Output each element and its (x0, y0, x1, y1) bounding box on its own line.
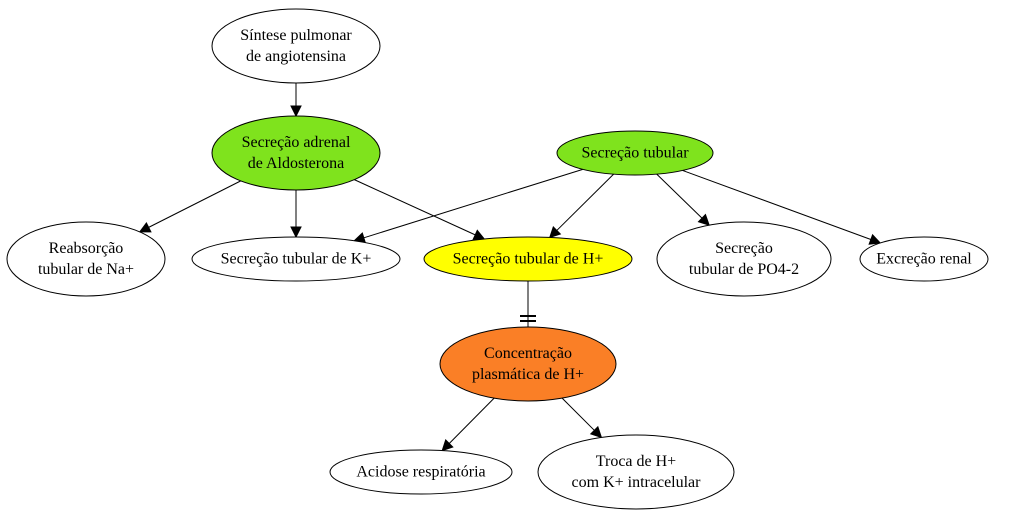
arrowhead (548, 225, 562, 239)
node-acidose-respiratoria: Acidose respiratória (329, 449, 513, 495)
node-ellipse (211, 115, 381, 191)
edge-sec_tubular-to-excrecao (682, 169, 882, 245)
arrowhead (589, 425, 603, 439)
edge-sec_tubular-to-sec_k (353, 168, 583, 244)
node-label: com K+ intracelular (572, 474, 702, 491)
arrowhead (472, 229, 486, 240)
edge-aldosterona-to-reabs_na (138, 180, 241, 233)
node-secrecao-tubular-h: Secreção tubular de H+ (423, 236, 633, 282)
node-secrecao-tubular-po4: Secreção tubular de PO4-2 (656, 221, 832, 297)
node-sintese-pulmonar: Síntese pulmonar de angiotensina (211, 8, 381, 84)
node-label: Concentração (484, 345, 572, 362)
node-ellipse (439, 326, 617, 402)
node-label: Reabsorção (49, 240, 124, 257)
node-label: de angiotensina (246, 48, 346, 65)
edge-sec_tubular-to-sec_po4 (656, 173, 710, 226)
node-label: Secreção tubular de H+ (453, 251, 604, 268)
node-label: Secreção (715, 240, 773, 257)
edge-line (363, 168, 583, 239)
edge-line (556, 173, 614, 231)
arrowhead (697, 213, 710, 226)
node-label: Excreção renal (876, 251, 972, 268)
arrowhead (138, 221, 152, 233)
node-ellipse (537, 434, 735, 510)
node-label: Acidose respiratória (356, 464, 485, 481)
edge-sec_tubular-to-sec_h (548, 173, 614, 239)
arrowhead (290, 105, 302, 118)
edge-line (656, 173, 703, 219)
arrowhead (868, 233, 882, 245)
node-secrecao-adrenal-aldosterona: Secreção adrenal de Aldosterona (211, 115, 381, 191)
node-secrecao-tubular: Secreção tubular (556, 130, 714, 176)
node-excrecao-renal: Excreção renal (859, 236, 989, 282)
edge-conc_h-to-acidose (441, 397, 495, 452)
node-ellipse (656, 221, 832, 297)
node-secrecao-tubular-k: Secreção tubular de K+ (191, 236, 401, 282)
node-concentracao-plasmatica-h: Concentração plasmática de H+ (439, 326, 617, 402)
arrowhead (441, 439, 454, 452)
node-reabsorcao-tubular-na: Reabsorção tubular de Na+ (6, 221, 166, 297)
edge-line (148, 180, 241, 228)
node-label: Secreção tubular (581, 145, 689, 162)
edge-sec_h-to-conc_h (520, 281, 536, 327)
edge-conc_h-to-troca (561, 397, 603, 439)
node-ellipse (556, 130, 714, 176)
node-label: tubular de Na+ (38, 261, 134, 278)
node-ellipse (211, 8, 381, 84)
node-ellipse (191, 236, 401, 282)
edge-line (354, 179, 476, 236)
edge-line (448, 397, 495, 444)
node-label: tubular de PO4-2 (689, 261, 799, 278)
node-ellipse (423, 236, 633, 282)
arrowhead (290, 226, 302, 239)
node-ellipse (329, 449, 513, 495)
node-label: Síntese pulmonar (240, 27, 352, 44)
edge-aldosterona-to-sec_k (290, 190, 302, 239)
node-label: de Aldosterona (248, 155, 344, 172)
nodes-layer: Síntese pulmonar de angiotensinaSecreção … (6, 8, 989, 510)
node-label: plasmática de H+ (472, 366, 584, 383)
node-ellipse (859, 236, 989, 282)
node-troca-h-k-intracelular: Troca de H+ com K+ intracelular (537, 434, 735, 510)
edge-line (682, 169, 872, 240)
node-label: Secreção adrenal (242, 134, 351, 151)
edge-line (561, 397, 595, 431)
node-ellipse (6, 221, 166, 297)
edge-sintese-to-aldosterona (290, 83, 302, 118)
edge-aldosterona-to-sec_h (354, 179, 486, 240)
node-label: Secreção tubular de K+ (221, 251, 372, 268)
node-label: Troca de H+ (596, 453, 676, 470)
